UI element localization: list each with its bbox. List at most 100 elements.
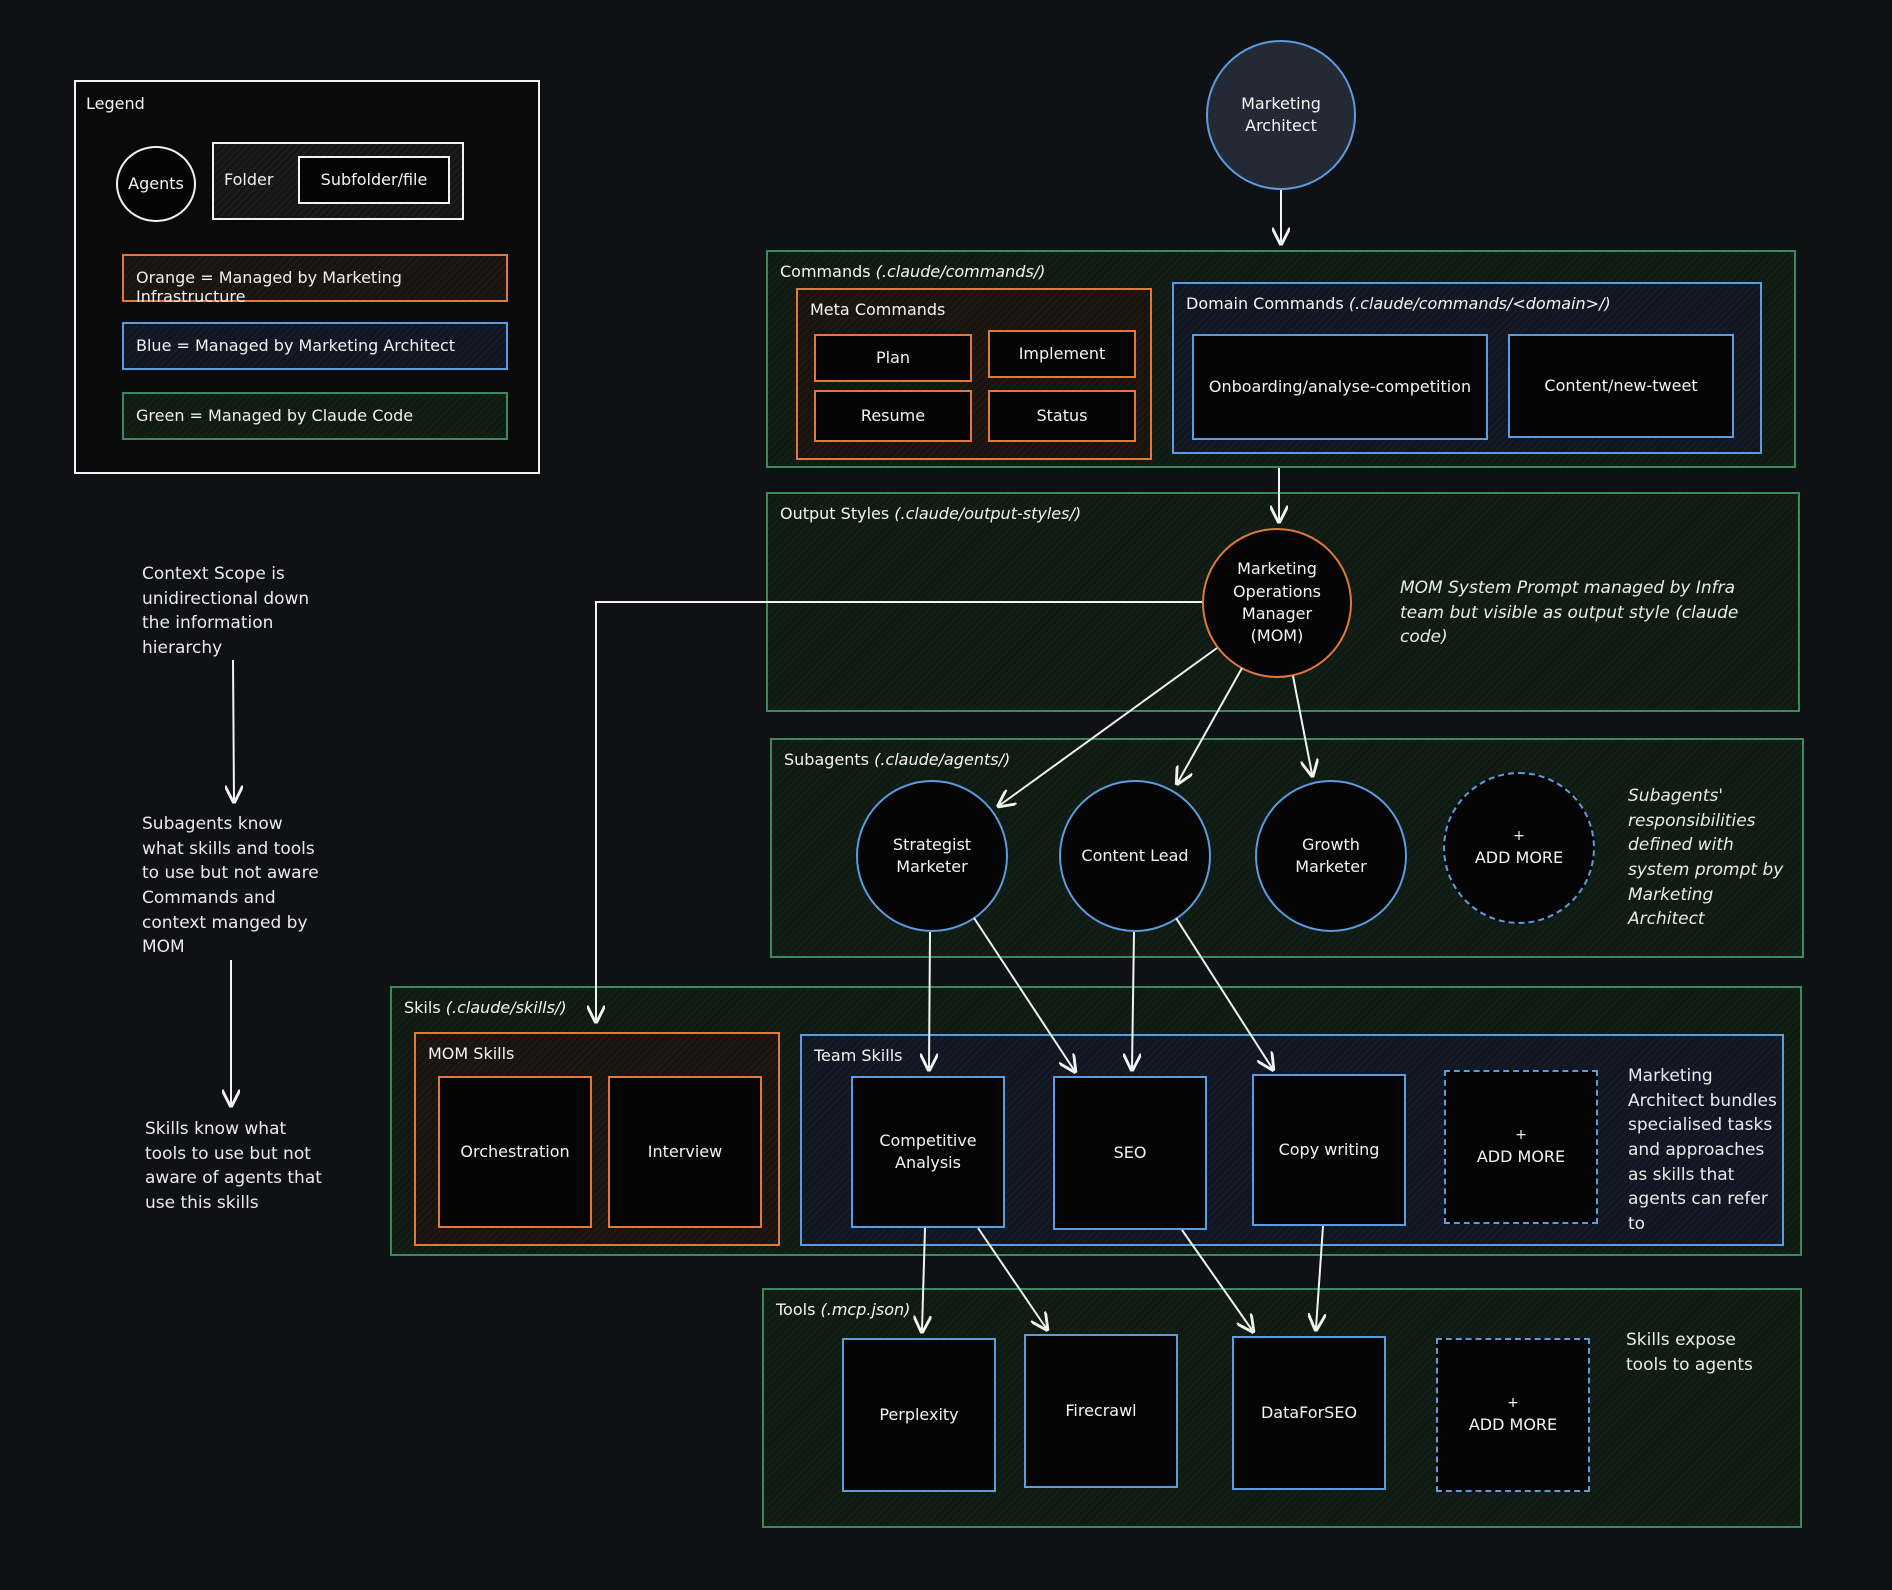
legend-folder-label: Folder bbox=[224, 170, 274, 189]
domain-commands-title-text: Domain Commands bbox=[1186, 294, 1344, 313]
legend-subfolder: Subfolder/file bbox=[298, 156, 450, 204]
skills-note: Marketing Architect bundles specialised … bbox=[1628, 1066, 1777, 1234]
tools-note: Skills expose tools to agents bbox=[1626, 1330, 1753, 1375]
skills-know-note: Skills know what tools to use but not aw… bbox=[145, 1119, 322, 1213]
add-more-skill[interactable]: + ADD MORE bbox=[1444, 1070, 1598, 1224]
meta-commands-folder: Meta Commands Plan Implement Resume Stat… bbox=[796, 288, 1152, 460]
subagents-note: Subagents' responsibilities defined with… bbox=[1628, 786, 1784, 930]
copy-writing-skill[interactable]: Copy writing bbox=[1252, 1074, 1406, 1226]
perplexity-label: Perplexity bbox=[879, 1404, 959, 1424]
dataforseo-label: DataForSEO bbox=[1260, 1402, 1358, 1422]
subagents-title-text: Subagents bbox=[784, 750, 870, 769]
seo-label: SEO bbox=[1113, 1142, 1147, 1162]
arrow-scope-down-1 bbox=[233, 659, 234, 800]
growth-marketer-label: Growth Marketer bbox=[1295, 834, 1367, 876]
onboarding-command-label: Onboarding/analyse-competition bbox=[1208, 376, 1472, 396]
tools-title: Tools (.mcp.json) bbox=[776, 1300, 910, 1319]
domain-commands-folder: Domain Commands (.claude/commands/<domai… bbox=[1172, 282, 1762, 454]
mom-system-prompt-note: MOM System Prompt managed by Infra team … bbox=[1400, 578, 1739, 648]
status-command[interactable]: Status bbox=[988, 390, 1136, 442]
competitive-analysis-label: Competitive Analysis bbox=[879, 1130, 977, 1172]
interview-skill[interactable]: Interview bbox=[608, 1076, 762, 1228]
commands-title-text: Commands bbox=[780, 262, 871, 281]
add-more-skill-plus: + bbox=[1515, 1127, 1527, 1143]
marketing-architect-agent[interactable]: Marketing Architect bbox=[1206, 40, 1356, 190]
plan-command[interactable]: Plan bbox=[814, 334, 972, 382]
mom-agent[interactable]: Marketing Operations Manager (MOM) bbox=[1202, 528, 1352, 678]
add-more-tool-plus: + bbox=[1507, 1395, 1519, 1411]
new-tweet-command-label: Content/new-tweet bbox=[1544, 375, 1698, 395]
legend-title: Legend bbox=[86, 94, 145, 113]
content-lead-agent[interactable]: Content Lead bbox=[1059, 780, 1211, 932]
add-more-tool-label: ADD MORE bbox=[1468, 1414, 1558, 1434]
implement-command[interactable]: Implement bbox=[988, 330, 1136, 378]
firecrawl-label: Firecrawl bbox=[1065, 1400, 1137, 1420]
legend-agent-circle: Agents bbox=[116, 146, 196, 222]
commands-path: (.claude/commands/) bbox=[875, 262, 1046, 281]
meta-commands-title: Meta Commands bbox=[810, 300, 946, 319]
legend-subfolder-label: Subfolder/file bbox=[320, 169, 428, 189]
subagents-know-note: Subagents know what skills and tools to … bbox=[142, 814, 319, 958]
context-scope-note: Context Scope is unidirectional down the… bbox=[142, 564, 310, 658]
perplexity-tool[interactable]: Perplexity bbox=[842, 1338, 996, 1492]
arrow-mom-to-strategist bbox=[1000, 647, 1218, 805]
arrow-strategist-to-competitive bbox=[929, 931, 930, 1068]
status-command-label: Status bbox=[1036, 405, 1088, 425]
strategist-marketer-label: Strategist Marketer bbox=[892, 834, 972, 876]
domain-commands-title: Domain Commands (.claude/commands/<domai… bbox=[1186, 294, 1611, 313]
arrow-content-lead-to-copy bbox=[1175, 917, 1272, 1068]
content-new-tweet-command[interactable]: Content/new-tweet bbox=[1508, 334, 1734, 438]
legend-green: Green = Managed by Claude Code bbox=[122, 392, 508, 440]
add-more-subagent-plus: + bbox=[1513, 828, 1525, 844]
arrow-competitive-to-perplexity bbox=[922, 1227, 925, 1330]
legend-agent-label: Agents bbox=[128, 173, 184, 193]
copy-writing-label: Copy writing bbox=[1278, 1139, 1380, 1159]
output-styles-title-text: Output Styles bbox=[780, 504, 890, 523]
legend-orange: Orange = Managed by Marketing Infrastruc… bbox=[122, 254, 508, 306]
marketing-architect-label: Marketing Architect bbox=[1241, 93, 1321, 135]
mom-agent-label: Marketing Operations Manager (MOM) bbox=[1233, 559, 1321, 646]
commands-section: Commands (.claude/commands/) Meta Comman… bbox=[766, 250, 1796, 468]
mom-skills-title: MOM Skills bbox=[428, 1044, 515, 1063]
tools-title-text: Tools bbox=[776, 1300, 816, 1319]
add-more-skill-label: ADD MORE bbox=[1476, 1146, 1566, 1166]
arrow-seo-to-dataforseo bbox=[1181, 1229, 1252, 1330]
orchestration-skill-label: Orchestration bbox=[460, 1141, 570, 1161]
add-more-subagent-label: ADD MORE bbox=[1474, 847, 1564, 867]
subagents-title: Subagents (.claude/agents/) bbox=[784, 750, 1010, 769]
dataforseo-tool[interactable]: DataForSEO bbox=[1232, 1336, 1386, 1490]
content-lead-label: Content Lead bbox=[1081, 845, 1189, 865]
commands-title: Commands (.claude/commands/) bbox=[780, 262, 1045, 281]
implement-command-label: Implement bbox=[1018, 343, 1106, 363]
growth-marketer-agent[interactable]: Growth Marketer bbox=[1255, 780, 1407, 932]
subagents-path: (.claude/agents/) bbox=[874, 750, 1011, 769]
tools-path: (.mcp.json) bbox=[820, 1300, 911, 1319]
plan-command-label: Plan bbox=[875, 347, 911, 367]
seo-skill[interactable]: SEO bbox=[1053, 1076, 1207, 1230]
skills-title: Skils (.claude/skills/) bbox=[404, 998, 567, 1017]
resume-command-label: Resume bbox=[860, 405, 926, 425]
arrow-copy-to-dataforseo bbox=[1316, 1225, 1323, 1328]
mom-skills-folder: MOM Skills Orchestration Interview bbox=[414, 1032, 780, 1246]
legend-folder: Folder Subfolder/file bbox=[212, 142, 464, 220]
orchestration-skill[interactable]: Orchestration bbox=[438, 1076, 592, 1228]
skills-title-text: Skils bbox=[404, 998, 441, 1017]
arrow-mom-to-mom-skills bbox=[596, 601, 1202, 1020]
firecrawl-tool[interactable]: Firecrawl bbox=[1024, 1334, 1178, 1488]
legend-blue: Blue = Managed by Marketing Architect bbox=[122, 322, 508, 370]
onboarding-analyse-competition-command[interactable]: Onboarding/analyse-competition bbox=[1192, 334, 1488, 440]
strategist-marketer-agent[interactable]: Strategist Marketer bbox=[856, 780, 1008, 932]
arrow-content-lead-to-seo bbox=[1132, 931, 1134, 1068]
competitive-analysis-skill[interactable]: Competitive Analysis bbox=[851, 1076, 1005, 1228]
output-styles-path: (.claude/output-styles/) bbox=[894, 504, 1082, 523]
arrow-strategist-to-seo bbox=[973, 917, 1074, 1070]
output-styles-title: Output Styles (.claude/output-styles/) bbox=[780, 504, 1081, 523]
resume-command[interactable]: Resume bbox=[814, 390, 972, 442]
skills-path: (.claude/skills/) bbox=[445, 998, 567, 1017]
add-more-tool[interactable]: + ADD MORE bbox=[1436, 1338, 1590, 1492]
interview-skill-label: Interview bbox=[647, 1141, 723, 1161]
add-more-subagent[interactable]: + ADD MORE bbox=[1443, 772, 1595, 924]
arrow-competitive-to-firecrawl bbox=[977, 1227, 1046, 1328]
